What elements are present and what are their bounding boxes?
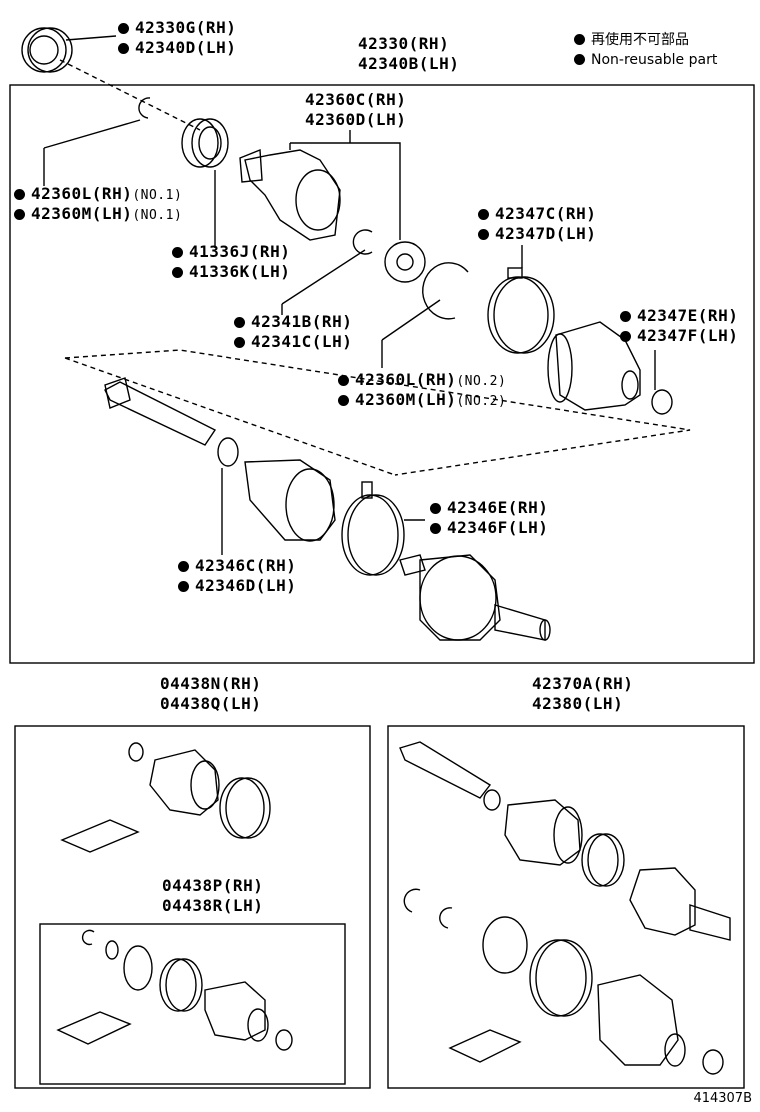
seal-leader xyxy=(65,35,117,41)
boot-clamp-small-icon xyxy=(651,389,673,415)
legend-en: Non-reusable part xyxy=(574,50,717,70)
label-inner-boot-lh[interactable]: 42346D(LH) xyxy=(178,576,296,596)
label-boot-band-lh[interactable]: 42346F(LH) xyxy=(430,518,548,538)
label-outer-joint-rh[interactable]: 42360C(RH) xyxy=(305,90,407,109)
assembly-part-rh[interactable]: 42330(RH) xyxy=(358,34,450,53)
kit-a-lh[interactable]: 04438Q(LH) xyxy=(160,694,262,713)
outer-joint-icon xyxy=(239,148,341,241)
bullet-icon xyxy=(620,311,631,322)
label-snap-no2-lh[interactable]: 42360M(LH)(NO.2) xyxy=(338,390,506,412)
label-inner-boot-rh[interactable]: 42346C(RH) xyxy=(178,556,296,576)
bullet-icon xyxy=(178,561,189,572)
kit-a-rh[interactable]: 04438N(RH) xyxy=(160,674,262,693)
shaft-kit-rh[interactable]: 42370A(RH) xyxy=(532,674,634,693)
bullet-icon xyxy=(620,331,631,342)
label-seal-lh[interactable]: 42340D(LH) xyxy=(118,38,236,58)
inner-joint-housing-icon xyxy=(399,554,551,641)
bullet-icon xyxy=(574,34,585,45)
label-clamp-c-lh[interactable]: 42347D(LH) xyxy=(478,224,596,244)
bullet-icon xyxy=(574,54,585,65)
kit-a-parts xyxy=(60,742,271,853)
boot-band-icon xyxy=(341,481,405,576)
label-snap-no2-rh[interactable]: 42360L(RH)(NO.2) xyxy=(338,370,506,392)
bullet-icon xyxy=(172,267,183,278)
label-snap-no1-rh[interactable]: 42360L(RH)(NO.1) xyxy=(14,184,182,206)
snap-no1-leader xyxy=(43,119,141,149)
legend-jp: 再使用不可部品 xyxy=(574,30,689,50)
snap-ring-no1-icon xyxy=(138,97,151,119)
ring-41336-icon xyxy=(181,118,229,168)
snap-ring-42341-icon xyxy=(352,229,373,255)
kit-b-rh[interactable]: 04438P(RH) xyxy=(162,876,264,895)
bullet-icon xyxy=(478,209,489,220)
label-seal-rh[interactable]: 42330G(RH) xyxy=(118,18,236,38)
label-ring-lh[interactable]: 41336K(LH) xyxy=(172,262,290,282)
inner-shaft-icon xyxy=(104,377,217,446)
bullet-icon xyxy=(430,503,441,514)
shaft-kit-frame xyxy=(387,725,745,1089)
kit-a-frame xyxy=(14,725,371,1089)
bullet-icon xyxy=(478,229,489,240)
bullet-icon xyxy=(178,581,189,592)
bullet-icon xyxy=(338,395,349,406)
dashed-seal-line xyxy=(59,59,201,131)
assembly-part-lh[interactable]: 42340B(LH) xyxy=(358,54,460,73)
bullet-icon xyxy=(338,375,349,386)
label-boot-clamp-lh[interactable]: 42347F(LH) xyxy=(620,326,738,346)
bullet-icon xyxy=(234,337,245,348)
oil-seal-icon xyxy=(21,27,73,73)
bullet-icon xyxy=(172,247,183,258)
joint-cage-icon xyxy=(384,241,426,283)
label-boot-band-rh[interactable]: 42346E(RH) xyxy=(430,498,548,518)
kit-b-lh[interactable]: 04438R(LH) xyxy=(162,896,264,915)
bullet-icon xyxy=(118,23,129,34)
bullet-icon xyxy=(234,317,245,328)
snap-ring-no2-icon xyxy=(422,262,469,320)
clamp-42347c-icon xyxy=(487,267,555,354)
figure-id: 414307B xyxy=(693,1091,752,1106)
bullet-icon xyxy=(14,209,25,220)
label-ring-rh[interactable]: 41336J(RH) xyxy=(172,242,290,262)
outer-joint-bracket xyxy=(289,142,401,240)
label-boot-clamp-rh[interactable]: 42347E(RH) xyxy=(620,306,738,326)
kit-b-parts xyxy=(56,929,293,1051)
bullet-icon xyxy=(430,523,441,534)
outer-boot-icon xyxy=(547,321,641,411)
shaft-kit-lh[interactable]: 42380(LH) xyxy=(532,694,624,713)
dashed-outline xyxy=(64,349,691,476)
label-clamp-c-rh[interactable]: 42347C(RH) xyxy=(478,204,596,224)
label-snap-no1-lh[interactable]: 42360M(LH)(NO.1) xyxy=(14,204,182,226)
assembly-frame xyxy=(9,84,755,664)
kit-b-frame xyxy=(39,923,346,1085)
inner-boot-clamp-icon xyxy=(217,437,239,467)
label-snap-b-rh[interactable]: 42341B(RH) xyxy=(234,312,352,332)
inner-boot-icon xyxy=(244,459,336,542)
bullet-icon xyxy=(14,189,25,200)
label-snap-b-lh[interactable]: 42341C(LH) xyxy=(234,332,352,352)
bullet-icon xyxy=(118,43,129,54)
label-outer-joint-lh[interactable]: 42360D(LH) xyxy=(305,110,407,129)
shaft-kit-parts xyxy=(399,741,731,1075)
